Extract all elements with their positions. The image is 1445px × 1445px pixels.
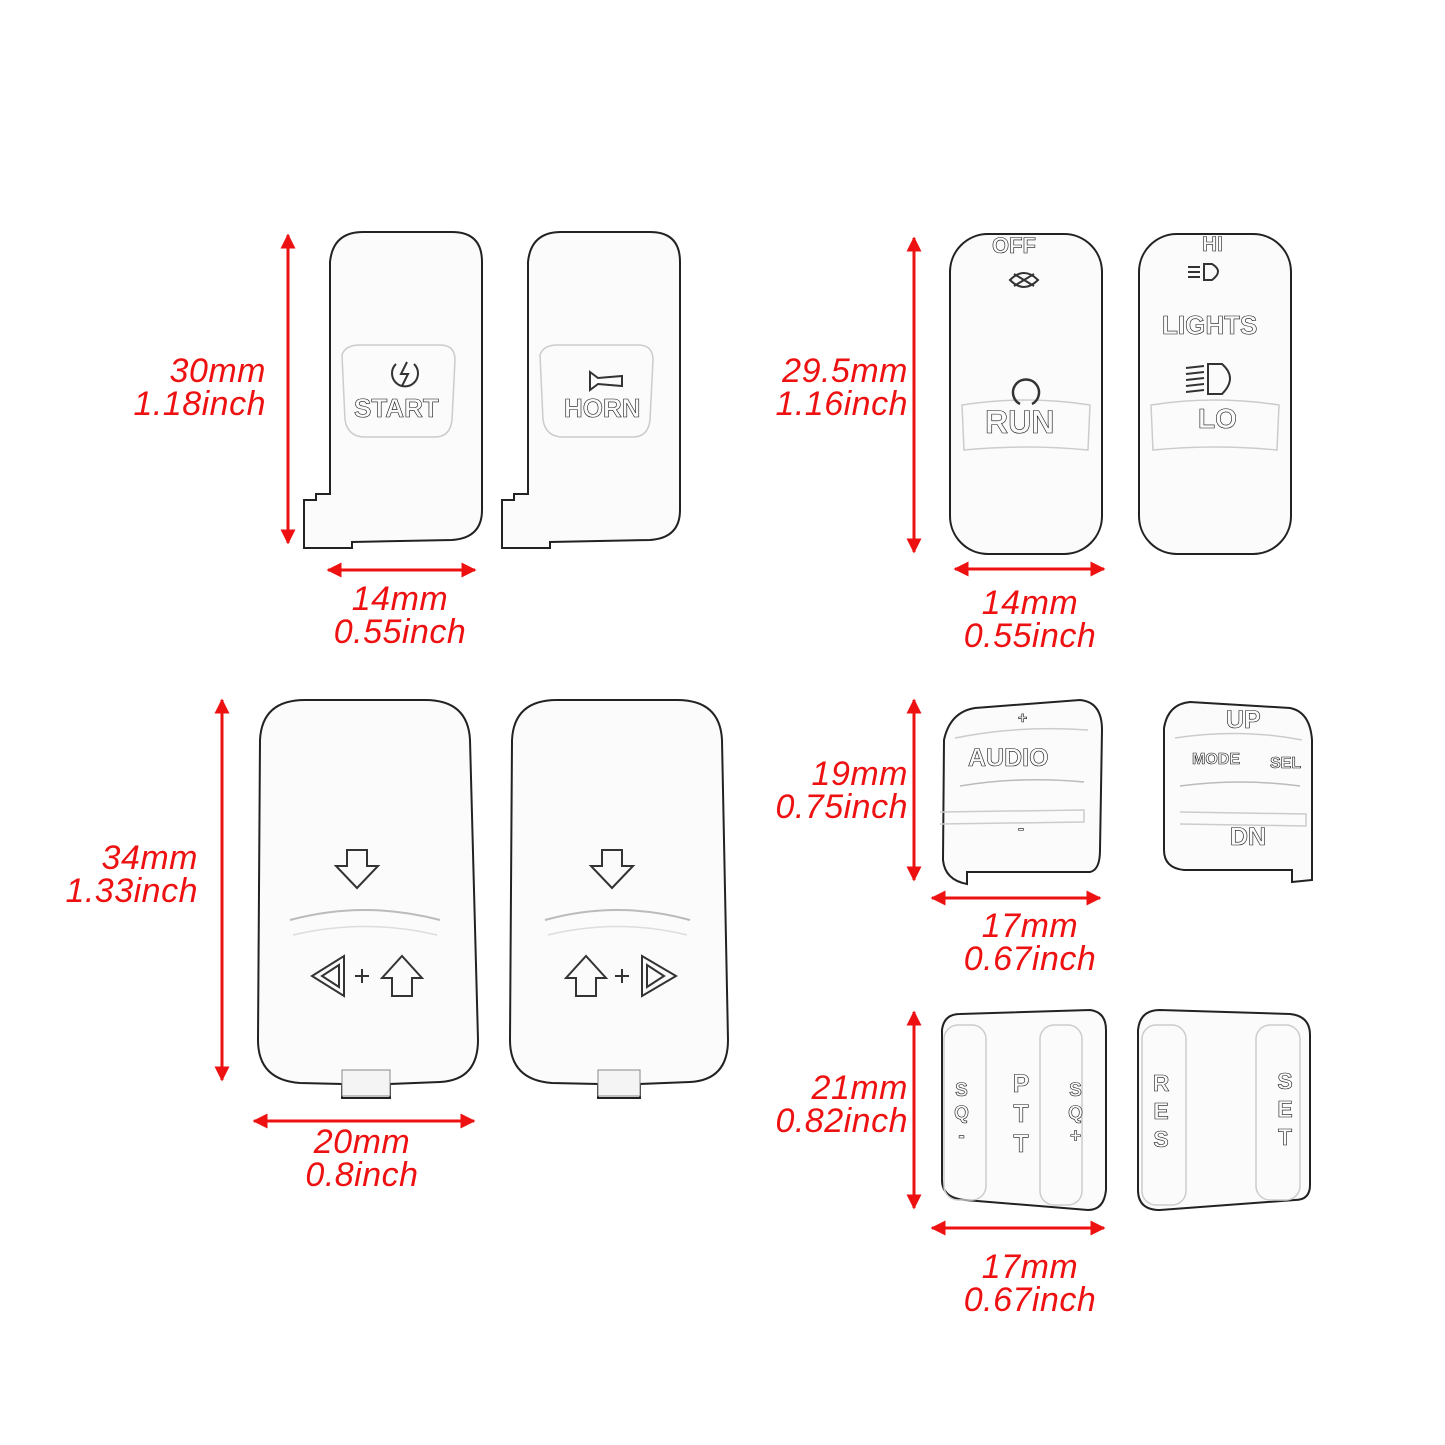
lights-label: LIGHTS — [1162, 310, 1258, 341]
headlight-lo-icon — [1185, 363, 1231, 395]
dimension-width-run-lights: 14mm 0.55inch — [930, 584, 1130, 655]
dimension-width-start-horn: 14mm 0.55inch — [300, 580, 500, 651]
starter-bolt-icon — [391, 361, 419, 388]
start-cap — [303, 231, 483, 549]
ptt-label: PTT — [1007, 1070, 1036, 1161]
left-turn-cap — [256, 699, 480, 1099]
height-mm: 21mm — [811, 1069, 908, 1107]
width-mm: 14mm — [351, 580, 449, 618]
audio-cap — [939, 698, 1104, 886]
dimension-height-ptt: 21mm 0.82inch — [740, 1069, 908, 1140]
run-label: RUN — [985, 404, 1055, 441]
height-mm: 29.5mm — [782, 352, 908, 390]
dn-label: DN — [1230, 823, 1267, 852]
dimension-height-start-horn: 30mm 1.18inch — [100, 352, 266, 423]
audio-minus-label: - — [1018, 818, 1025, 839]
height-inch: 0.82inch — [775, 1102, 908, 1140]
width-mm: 20mm — [313, 1123, 411, 1161]
engine-stop-icon — [1008, 272, 1040, 288]
width-inch: 0.55inch — [333, 613, 467, 651]
height-inch: 1.33inch — [65, 872, 198, 910]
start-label: START — [354, 393, 439, 424]
height-mm: 19mm — [811, 755, 908, 793]
height-mm: 34mm — [101, 839, 198, 877]
off-label: OFF — [992, 233, 1037, 259]
mode-label: MODE — [1192, 751, 1241, 769]
width-mm: 14mm — [981, 584, 1079, 622]
width-inch: 0.67inch — [963, 940, 1097, 978]
sq-minus-label: SQ- — [951, 1080, 973, 1150]
right-turn-cap — [508, 699, 730, 1099]
audio-label: AUDIO — [968, 744, 1049, 773]
res-label: RES — [1148, 1070, 1175, 1155]
dimension-width-ptt: 17mm 0.67inch — [930, 1248, 1130, 1319]
mode-cap — [1163, 700, 1313, 884]
width-mm: 17mm — [981, 1248, 1079, 1286]
width-inch: 0.8inch — [305, 1156, 419, 1194]
height-inch: 1.16inch — [775, 385, 908, 423]
cruise-cap — [1137, 1008, 1311, 1212]
dimension-height-audio: 19mm 0.75inch — [740, 755, 908, 826]
dimension-height-run-lights: 29.5mm 1.16inch — [740, 352, 908, 423]
dimension-width-turn: 20mm 0.8inch — [262, 1123, 462, 1194]
ptt-cap — [941, 1008, 1107, 1212]
horn-label: HORN — [564, 393, 641, 424]
height-inch: 1.18inch — [133, 385, 266, 423]
hi-label: HI — [1202, 233, 1224, 257]
width-mm: 17mm — [981, 907, 1079, 945]
audio-plus-label: + — [1018, 710, 1028, 728]
height-inch: 0.75inch — [775, 788, 908, 826]
run-icon — [1011, 378, 1041, 406]
height-mm: 30mm — [169, 352, 266, 390]
run-cap — [949, 233, 1103, 555]
right-turn-icon — [563, 954, 678, 998]
lo-label: LO — [1198, 403, 1237, 435]
horn-icon — [589, 370, 623, 392]
up-label: UP — [1226, 706, 1261, 735]
cancel-down-arrow-icon — [333, 849, 636, 890]
left-turn-icon — [310, 954, 425, 998]
dimension-width-audio: 17mm 0.67inch — [930, 907, 1130, 978]
set-label: SET — [1272, 1068, 1299, 1153]
headlight-hi-icon — [1188, 263, 1219, 281]
sel-label: SEL — [1270, 755, 1302, 773]
width-inch: 0.55inch — [963, 617, 1097, 655]
width-inch: 0.67inch — [963, 1281, 1097, 1319]
dimension-height-turn: 34mm 1.33inch — [30, 839, 198, 910]
sq-plus-label: SQ+ — [1065, 1080, 1087, 1150]
